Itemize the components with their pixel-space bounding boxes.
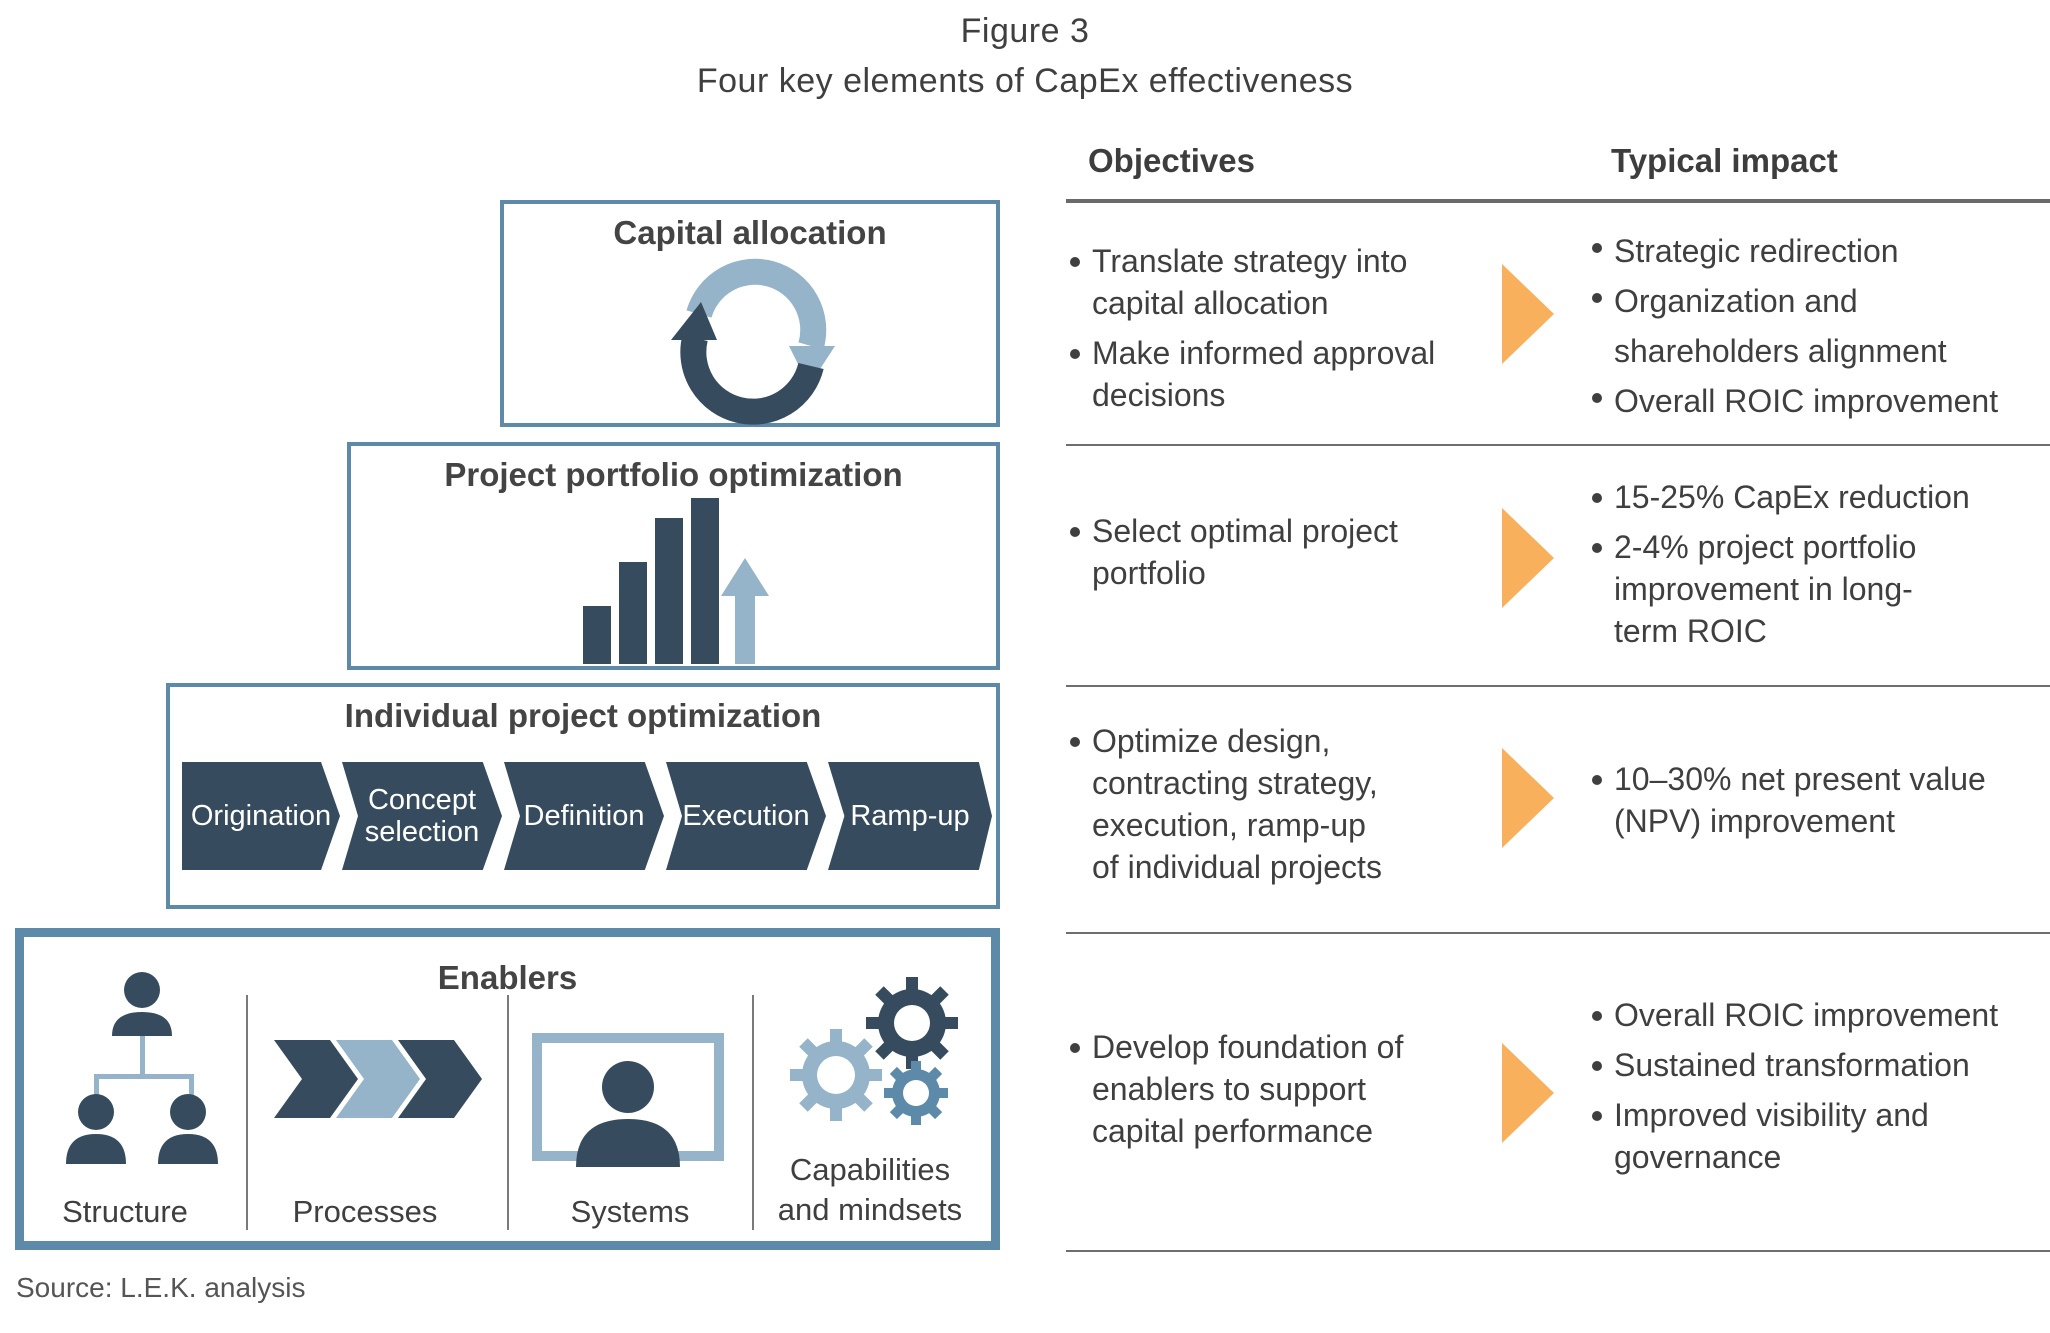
- impact-list-capital: Strategic redirection Organization and s…: [1590, 226, 2030, 426]
- gears-icon: [790, 977, 958, 1125]
- portfolio-optimization-title: Project portfolio optimization: [444, 456, 903, 493]
- objective-item: Develop foundation of enablers to suppor…: [1068, 1026, 1408, 1152]
- impact-item: Sustained transformation: [1590, 1044, 2010, 1086]
- enablers-title: Enablers: [437, 959, 578, 996]
- phase-execution: Execution: [666, 762, 826, 870]
- impact-item: Overall ROIC improvement: [1590, 994, 2010, 1036]
- individual-optimization-title: Individual project optimization: [344, 697, 822, 734]
- objective-item: Select optimal project portfolio: [1068, 510, 1408, 594]
- bar-chart-up-icon: [583, 498, 769, 664]
- objectives-list-capital: Translate strategy into capital allocati…: [1068, 240, 1458, 416]
- objective-item: Make informed approval decisions: [1068, 332, 1458, 416]
- row-divider: [1066, 444, 2050, 446]
- row-divider: [1066, 685, 2050, 687]
- enabler-processes-label: Processes: [292, 1194, 438, 1229]
- enabler-separator: [752, 995, 754, 1230]
- enabler-capabilities-label: Capabilities and mindsets: [777, 1152, 963, 1227]
- cycle-arrows-icon: [671, 258, 835, 425]
- enabler-separator: [246, 995, 248, 1230]
- capital-allocation-box: Capital allocation: [500, 200, 1000, 427]
- objectives-header: Objectives: [1088, 142, 1255, 179]
- impact-item: 2-4% project portfolio improvement in lo…: [1590, 526, 1970, 652]
- enabler-systems-label: Systems: [570, 1194, 690, 1229]
- impact-list-individual: 10–30% net present value (NPV) improveme…: [1590, 758, 2010, 842]
- phase-origination: Origination: [182, 762, 340, 870]
- objective-item: Optimize design, contracting strategy, e…: [1068, 720, 1398, 888]
- header-rule: [1066, 199, 2050, 203]
- impact-list-portfolio: 15-25% CapEx reduction 2-4% project port…: [1590, 476, 1970, 652]
- impact-arrow-icon: [1502, 508, 1554, 608]
- impact-item: Strategic redirection: [1590, 226, 2030, 276]
- impact-arrow-icon: [1502, 264, 1554, 364]
- impact-list-enablers: Overall ROIC improvement Sustained trans…: [1590, 994, 2010, 1178]
- org-chart-icon: [66, 972, 218, 1164]
- impact-arrow-icon: [1502, 748, 1554, 848]
- figure-title: Four key elements of CapEx effectiveness: [696, 62, 1354, 100]
- objective-item: Translate strategy into capital allocati…: [1068, 240, 1458, 324]
- source-note: Source: L.E.K. analysis: [16, 1272, 306, 1303]
- objectives-list-individual: Optimize design, contracting strategy, e…: [1068, 720, 1398, 888]
- figure-label: Figure 3: [960, 12, 1090, 50]
- project-phase-chevrons: Origination Concept selection Definition…: [182, 762, 992, 870]
- enabler-structure-label: Structure: [62, 1194, 188, 1229]
- impact-item: 15-25% CapEx reduction: [1590, 476, 1970, 518]
- phase-concept-selection: Concept selection: [342, 762, 502, 870]
- portfolio-optimization-box: Project portfolio optimization: [347, 442, 1000, 670]
- monitor-user-icon: [532, 1033, 724, 1167]
- impact-item: Improved visibility and governance: [1590, 1094, 2010, 1178]
- objectives-list-enablers: Develop foundation of enablers to suppor…: [1068, 1026, 1408, 1152]
- bottom-rule: [1066, 1250, 2050, 1252]
- phase-ramp-up: Ramp-up: [828, 762, 992, 870]
- impact-header: Typical impact: [1611, 142, 1838, 179]
- chevrons-icon: [274, 1040, 482, 1118]
- row-divider: [1066, 932, 2050, 934]
- phase-definition: Definition: [504, 762, 664, 870]
- impact-arrow-icon: [1502, 1043, 1554, 1143]
- impact-item: Organization and shareholders alignment: [1590, 276, 2030, 376]
- impact-item: Overall ROIC improvement: [1590, 376, 2030, 426]
- enabler-separator: [507, 995, 509, 1230]
- impact-item: 10–30% net present value (NPV) improveme…: [1590, 758, 2010, 842]
- objectives-list-portfolio: Select optimal project portfolio: [1068, 510, 1408, 594]
- capital-allocation-title: Capital allocation: [613, 214, 887, 251]
